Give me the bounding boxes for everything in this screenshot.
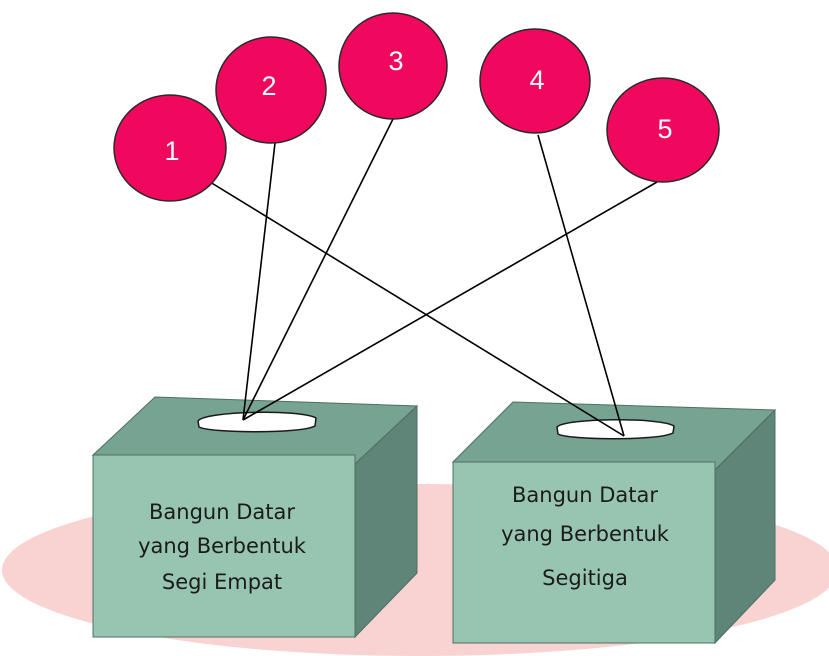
box-left-label-line2: yang Berbentuk xyxy=(138,534,307,558)
box-left[interactable]: Bangun Datar yang Berbentuk Segi Empat xyxy=(91,396,419,639)
box-left-label-line3: Segi Empat xyxy=(162,570,282,594)
box-right-hole xyxy=(556,419,675,440)
balloon-4-string xyxy=(537,134,625,437)
balloon-5-string xyxy=(242,181,658,421)
box-right-label-line2: yang Berbentuk xyxy=(501,522,670,546)
balloon-1-label: 1 xyxy=(164,136,179,166)
box-left-label-line1: Bangun Datar xyxy=(149,500,295,524)
balloon-2-label: 2 xyxy=(261,71,276,101)
balloon-3-string xyxy=(242,118,394,421)
balloon-3[interactable]: 3 xyxy=(338,12,448,120)
box-right-front xyxy=(452,461,716,644)
balloon-2[interactable]: 2 xyxy=(215,36,327,144)
balloon-5-shape xyxy=(606,77,720,183)
balloon-4[interactable]: 4 xyxy=(479,28,591,134)
balloon-5-label: 5 xyxy=(657,114,672,144)
balloon-4-label: 4 xyxy=(529,65,544,95)
balloon-1-string xyxy=(209,181,625,437)
box-right-label-line3: Segitiga xyxy=(542,566,628,590)
balloon-1-shape xyxy=(113,94,227,202)
box-left-hole xyxy=(197,411,317,433)
box-right[interactable]: Bangun Datar yang Berbentuk Segitiga xyxy=(451,401,777,645)
balloon-2-string xyxy=(242,142,276,421)
balloon-2-shape xyxy=(215,36,327,144)
box-left-front xyxy=(92,454,356,638)
balloon-1[interactable]: 1 xyxy=(113,94,227,202)
balloon-3-label: 3 xyxy=(388,46,403,76)
box-right-label-line1: Bangun Datar xyxy=(512,483,658,507)
balloon-3-shape xyxy=(338,12,448,120)
balloon-4-shape xyxy=(479,28,591,134)
balloon-5[interactable]: 5 xyxy=(606,77,720,183)
